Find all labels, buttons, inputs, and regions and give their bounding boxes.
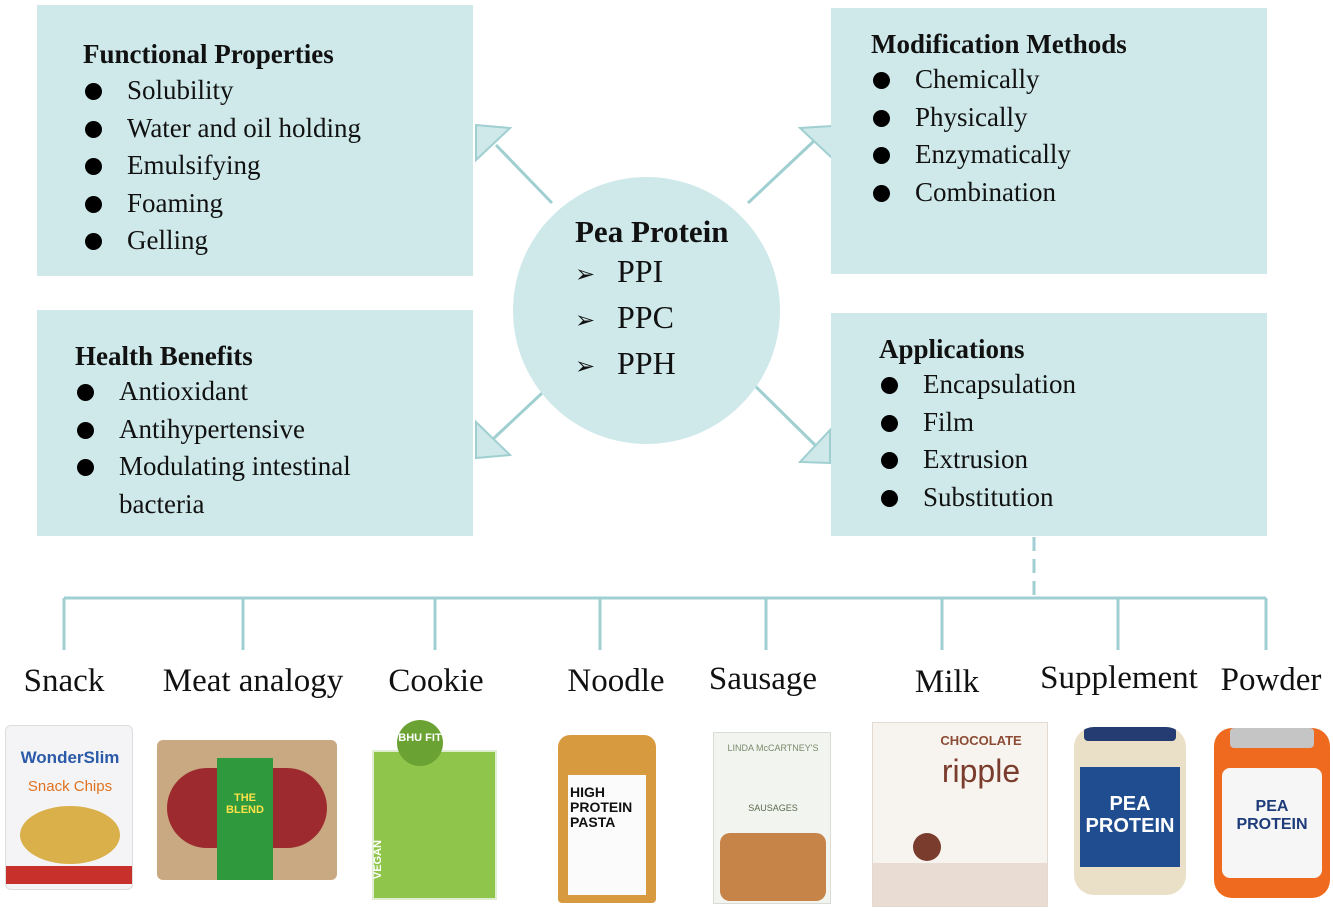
health-benefits-box: Health Benefits Antioxidant Antihyperten… [37, 310, 473, 536]
noodle-package-image: HIGH PROTEIN PASTA [558, 735, 656, 903]
milk-package-image: CHOCOLATE ripple [872, 722, 1048, 907]
pea-protein-circle: Pea Protein ➢ PPI ➢ PPC ➢ PPH [513, 177, 780, 444]
list-item: Emulsifying [83, 147, 473, 185]
item-label: PPH [617, 345, 676, 381]
powder-package-image: PEA PROTEIN [1214, 728, 1330, 898]
list-item: ➢ PPI [575, 250, 780, 296]
arrowhead-icon [797, 124, 833, 161]
snack-chips-package-image: WonderSlim Snack Chips [5, 725, 133, 890]
functional-properties-title: Functional Properties [83, 39, 334, 69]
arrow-right-icon: ➢ [575, 262, 596, 288]
cookie-package-image: BHU FIT VEGAN [372, 720, 497, 900]
list-item: Antioxidant [75, 373, 405, 411]
list-item: Antihypertensive [75, 411, 405, 449]
modification-methods-list: Chemically Physically Enzymatically Comb… [871, 61, 1267, 211]
list-item: ➢ PPC [575, 296, 780, 342]
sausage-package-image: LINDA McCARTNEY'S SAUSAGES [713, 732, 831, 904]
list-item: Chemically [871, 61, 1267, 99]
health-benefits-title: Health Benefits [75, 341, 253, 371]
list-item: Extrusion [879, 441, 1267, 479]
supplement-package-image: PEA PROTEIN [1074, 727, 1186, 895]
product-label-noodle: Noodle [567, 663, 665, 699]
applications-list: Encapsulation Film Extrusion Substitutio… [879, 366, 1267, 516]
product-label-supplement: Supplement [1040, 660, 1198, 696]
list-item: Water and oil holding [83, 110, 473, 148]
product-label-snack: Snack [23, 663, 105, 699]
list-item: Combination [871, 174, 1267, 212]
item-label: PPC [617, 299, 674, 335]
product-label-meat-analogy: Meat analogy [162, 663, 344, 699]
list-item: Enzymatically [871, 136, 1267, 174]
functional-properties-list: Solubility Water and oil holding Emulsif… [83, 72, 473, 260]
arrowhead-icon [475, 123, 513, 163]
product-label-cookie: Cookie [388, 663, 484, 699]
product-label-powder: Powder [1220, 662, 1322, 698]
arrow-right-icon: ➢ [575, 308, 596, 334]
list-item: Modulating intestinal bacteria [75, 448, 405, 523]
health-benefits-list: Antioxidant Antihypertensive Modulating … [75, 373, 405, 523]
list-item: ➢ PPH [575, 342, 780, 388]
meat-analogy-package-image: THE BLEND [157, 740, 337, 880]
modification-methods-box: Modification Methods Chemically Physical… [831, 8, 1267, 274]
arrowhead-icon [475, 419, 513, 460]
pea-protein-title: Pea Protein [575, 214, 729, 249]
modification-methods-title: Modification Methods [871, 29, 1127, 59]
list-item: Gelling [83, 222, 473, 260]
applications-title: Applications [879, 334, 1025, 364]
product-label-sausage: Sausage [708, 661, 818, 697]
arrow-right-icon: ➢ [575, 354, 596, 380]
item-label: PPI [617, 253, 664, 289]
list-item: Foaming [83, 185, 473, 223]
product-label-milk: Milk [914, 664, 980, 700]
list-item: Film [879, 404, 1267, 442]
functional-properties-box: Functional Properties Solubility Water a… [37, 5, 473, 276]
list-item: Physically [871, 99, 1267, 137]
list-item: Solubility [83, 72, 473, 110]
arrowhead-icon [797, 427, 831, 465]
list-item: Encapsulation [879, 366, 1267, 404]
applications-box: Applications Encapsulation Film Extrusio… [831, 313, 1267, 536]
list-item: Substitution [879, 479, 1267, 517]
